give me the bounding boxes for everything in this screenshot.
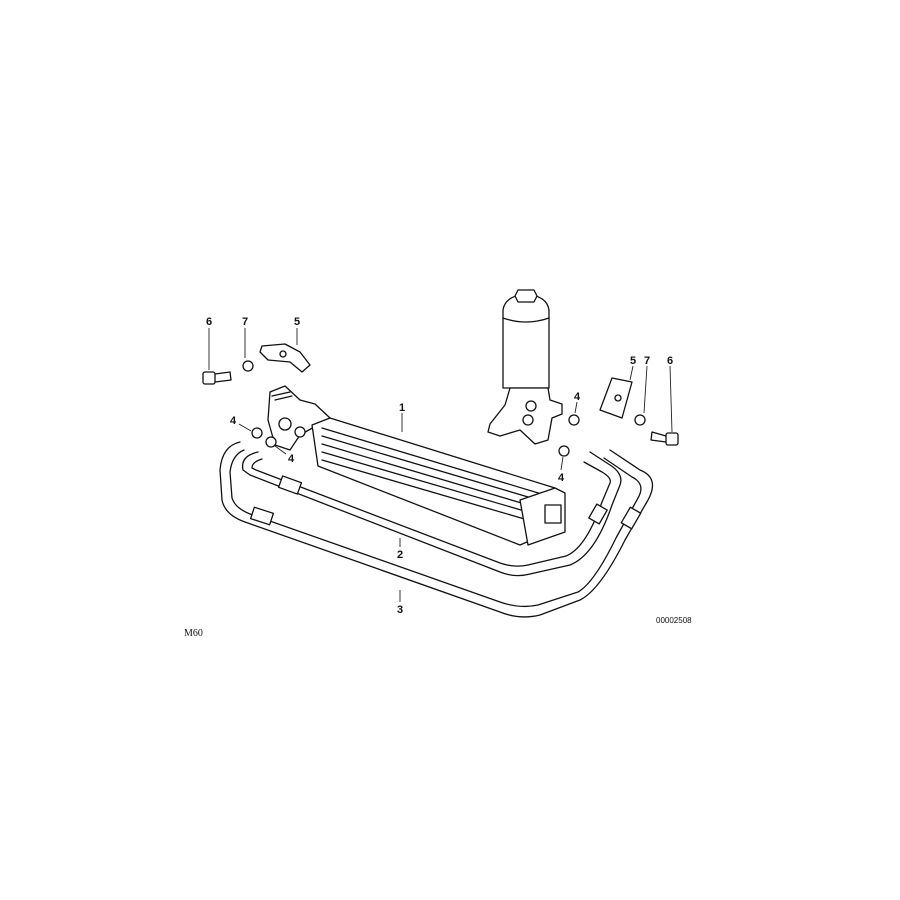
- mount-hole: [278, 417, 292, 431]
- callout-bolt-right: 6: [667, 355, 673, 367]
- bracket-right[interactable]: [599, 377, 633, 419]
- callout-seal-right-lower: 4: [558, 472, 565, 484]
- seal-right-lower[interactable]: [558, 445, 570, 457]
- seal-left-lower[interactable]: [265, 436, 277, 448]
- oil-cooler[interactable]: [267, 385, 566, 546]
- callout-hose-2: 2: [397, 549, 403, 561]
- seal-right-upper[interactable]: [568, 414, 580, 426]
- callout-bracket-right: 5: [630, 355, 636, 367]
- callout-bracket-left: 5: [294, 316, 300, 328]
- bolt-left[interactable]: [202, 371, 232, 385]
- hose-3[interactable]: [219, 441, 654, 618]
- seal-left-upper[interactable]: [251, 427, 263, 439]
- callout-oil-cooler: 1: [399, 402, 405, 414]
- callout-hose-3: 3: [397, 604, 403, 616]
- callout-bolt-left: 6: [206, 316, 212, 328]
- callout-seal-right-upper: 4: [574, 391, 581, 403]
- callout-seal-left-upper: 4: [230, 415, 237, 427]
- callout-washer-right: 7: [644, 355, 650, 367]
- drawing-number: 00002508: [656, 616, 692, 625]
- bolt-right[interactable]: [650, 431, 679, 446]
- mount-hole: [294, 426, 306, 438]
- washer-right[interactable]: [634, 414, 646, 426]
- callout-seal-left-lower: 4: [288, 453, 295, 465]
- connector-icon: [544, 504, 562, 524]
- washer-left[interactable]: [242, 360, 254, 372]
- leader-lines: [208, 328, 673, 602]
- bracket-left[interactable]: [259, 343, 311, 373]
- callout-washer-left: 7: [242, 316, 248, 328]
- hose-2[interactable]: [241, 451, 622, 577]
- oil-filter-housing[interactable]: [487, 289, 563, 445]
- model-label: M60: [184, 628, 203, 639]
